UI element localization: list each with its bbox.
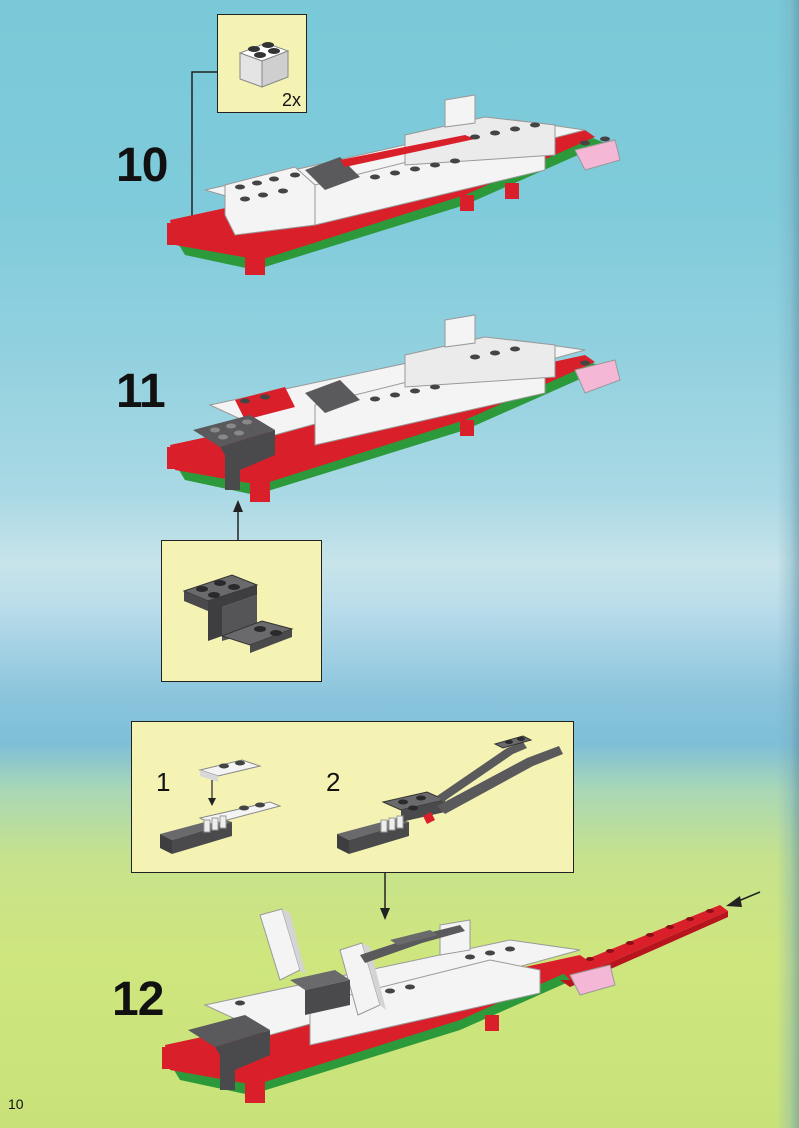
step-number-12: 12 [112, 973, 164, 1026]
step-12-callout: 1 2 [131, 721, 574, 873]
step-12-model [162, 905, 728, 1103]
step-number-11: 11 [116, 365, 166, 418]
sub-step-2-parts [337, 735, 563, 854]
step-11-callout [161, 540, 322, 682]
dark-gray-bracket-icon [182, 574, 294, 653]
step-number-10: 10 [116, 139, 168, 192]
page-number: 10 [8, 1096, 24, 1112]
sub-step-1-parts [160, 759, 282, 854]
sub-step-number-2: 2 [326, 767, 341, 797]
sub-step-number-1: 1 [156, 767, 171, 797]
step-11-model [167, 314, 621, 502]
step-10-callout: 2x [217, 14, 307, 113]
step-10-model [167, 94, 621, 275]
white-brick-2x2-icon [238, 42, 290, 88]
page-edge-shadow [777, 0, 799, 1128]
part-quantity: 2x [282, 90, 302, 110]
